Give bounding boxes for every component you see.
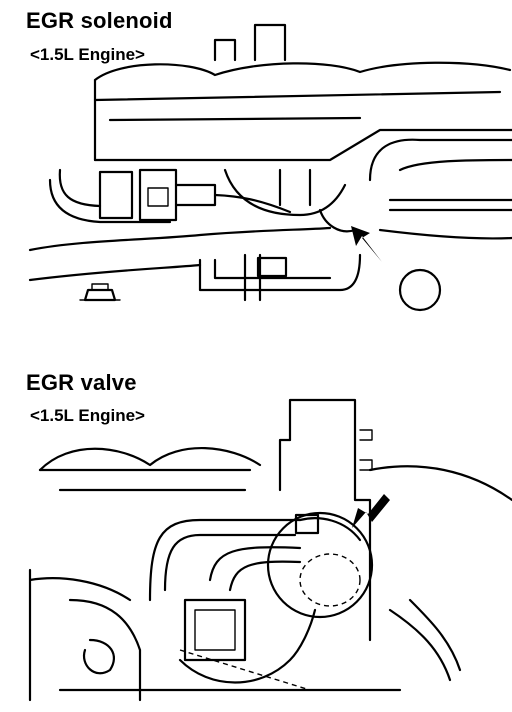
solenoid-engine-drawing (28, 23, 512, 312)
valve-diagram-title: EGR valve (26, 370, 137, 395)
pointer-arrow-icon (352, 494, 390, 528)
pointer-arrow-icon (351, 226, 382, 262)
valve-engine-drawing (28, 398, 512, 702)
solenoid-diagram-subtitle: <1.5L Engine> (30, 45, 145, 64)
valve-diagram-subtitle: <1.5L Engine> (30, 406, 145, 425)
solenoid-diagram-title: EGR solenoid (26, 8, 173, 33)
